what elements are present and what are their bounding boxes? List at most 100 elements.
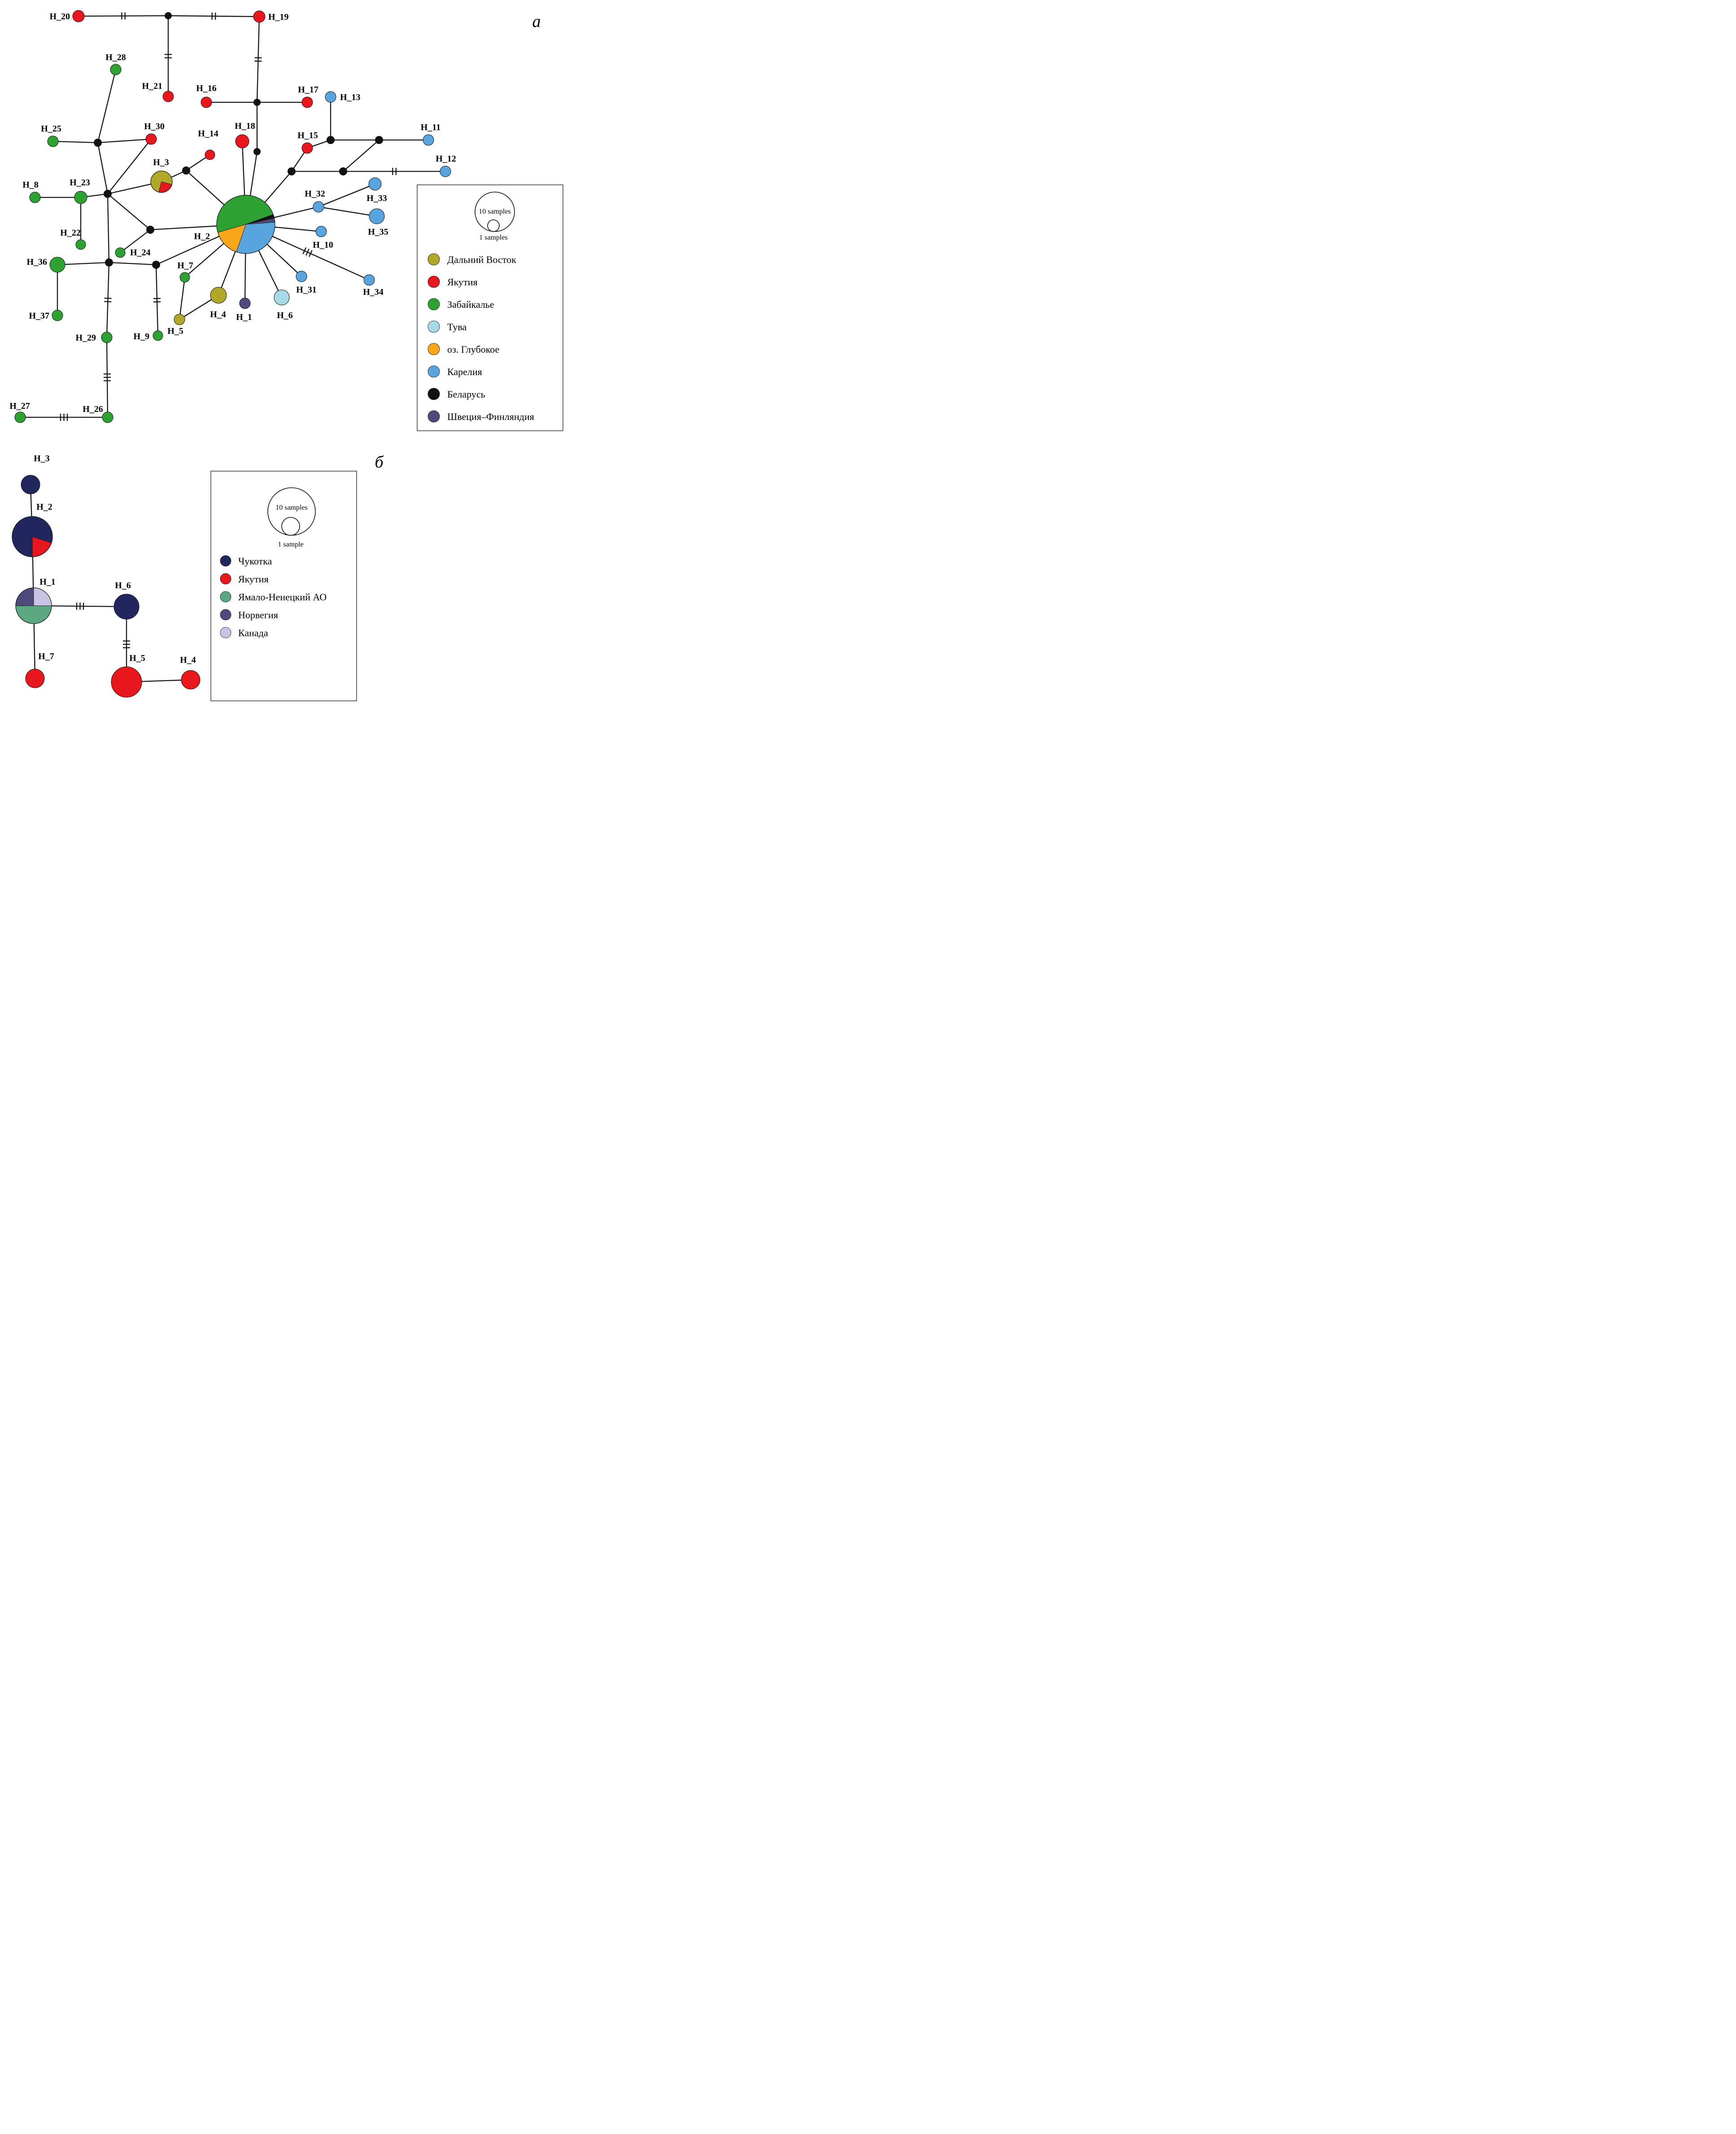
scale-large-label: 10 samples xyxy=(275,504,308,512)
haplotype-label-a-H_18: H_18 xyxy=(235,121,255,131)
haplotype-label-a-H_29: H_29 xyxy=(75,333,96,343)
haplotype-label-a-H_3: H_3 xyxy=(153,157,169,167)
node-circle xyxy=(101,332,113,343)
edge-H_32-H_35 xyxy=(318,206,377,217)
edge-n1-H_21 xyxy=(165,16,172,96)
haplotype-node-H_24 xyxy=(115,247,126,258)
haplotype-label-a-H_21: H_21 xyxy=(142,81,162,91)
haplotype-label-b-H_7: H_7 xyxy=(38,652,54,661)
edge-n9-H_30 xyxy=(107,139,152,194)
edge-n6-H_12 xyxy=(343,168,445,175)
edge-H_5-H_7 xyxy=(179,277,186,320)
haplotype-node-H_35 xyxy=(369,208,385,224)
haplotype-label-a-H_5: H_5 xyxy=(167,326,183,336)
haplotype-label-a-H_26: H_26 xyxy=(83,404,103,414)
node-circle xyxy=(153,330,163,341)
legend-box-a xyxy=(417,184,563,431)
node-circle xyxy=(21,475,40,494)
haplotype-label-a-H_17: H_17 xyxy=(298,85,318,95)
node-circle xyxy=(145,133,157,145)
haplotype-node-H_29 xyxy=(101,332,113,343)
haplotype-node-H_12 xyxy=(440,166,451,177)
haplotype-label-a-H_6: H_6 xyxy=(277,310,293,320)
haplotype-node-H_26 xyxy=(102,411,113,423)
haplotype-node-H_4 xyxy=(181,670,201,690)
haplotype-node-H_37 xyxy=(52,310,63,321)
haplotype-label-a-H_9: H_9 xyxy=(133,332,149,341)
node-circle xyxy=(301,142,313,154)
edge-H_29-H_26 xyxy=(103,337,111,418)
node-circle xyxy=(288,167,296,175)
legend-item-zabaikalye: Забайкалье xyxy=(427,298,494,310)
junction-node-n9 xyxy=(104,190,112,198)
edge-n9-n8 xyxy=(97,142,109,194)
legend-item-tuva: Тува xyxy=(427,320,467,333)
haplotype-label-a-H_20: H_20 xyxy=(49,12,70,22)
node-circle xyxy=(368,177,382,191)
haplotype-label-b-H_5: H_5 xyxy=(129,653,145,663)
node-circle xyxy=(115,247,126,258)
node-circle xyxy=(111,666,142,698)
haplotype-node-H_17 xyxy=(301,96,313,108)
haplotype-label-a-H_31: H_31 xyxy=(296,285,317,295)
haplotype-node-H_27 xyxy=(14,411,26,423)
legend-swatch-far_east xyxy=(427,253,440,266)
mutation-tick xyxy=(302,247,306,254)
haplotype-label-a-H_24: H_24 xyxy=(130,248,151,258)
edge-n12-H_9 xyxy=(153,264,161,336)
haplotype-node-H_7 xyxy=(25,669,45,688)
edge-line xyxy=(107,193,151,230)
junction-node-n13 xyxy=(182,166,190,175)
node-circle xyxy=(423,134,434,146)
haplotype-node-H_34 xyxy=(363,274,375,286)
haplotype-node-H_14 xyxy=(205,149,215,160)
node-circle xyxy=(105,258,113,267)
haplotype-node-H_33 xyxy=(368,177,382,191)
legend-swatch-belarus xyxy=(427,388,440,400)
legend-swatch-yakutia xyxy=(220,573,231,585)
junction-node-n4 xyxy=(327,136,335,144)
edge-n11-H_29 xyxy=(104,262,112,338)
pie-outline xyxy=(15,587,52,624)
haplotype-node-H_20 xyxy=(72,10,85,22)
haplotype-node-H_2 xyxy=(216,195,275,254)
legend-item-yakutia: Якутия xyxy=(427,275,478,288)
haplotype-label-a-H_12: H_12 xyxy=(436,154,456,164)
legend-swatch-chukotka xyxy=(220,555,231,567)
edge-line xyxy=(318,183,375,208)
edge-line xyxy=(97,69,117,143)
edge-line xyxy=(318,206,377,217)
node-circle xyxy=(102,411,113,423)
haplotype-label-b-H_3: H_3 xyxy=(34,454,50,464)
junction-node-n11 xyxy=(105,258,113,267)
legend-swatch-canada xyxy=(220,627,231,638)
edge-n8-H_30 xyxy=(97,138,152,144)
edge-n11-n9 xyxy=(107,193,110,263)
legend-item-label: Забайкалье xyxy=(447,299,494,310)
legend-item-label: Якутия xyxy=(238,573,269,585)
haplotype-node-H_3 xyxy=(21,475,40,494)
legend-item-chukotka: Чукотка xyxy=(220,555,272,567)
legend-item-label: Норвегия xyxy=(238,609,278,621)
haplotype-node-H_10 xyxy=(315,226,327,237)
haplotype-label-a-H_23: H_23 xyxy=(70,178,90,188)
node-circle xyxy=(165,12,172,19)
junction-node-n10 xyxy=(146,226,154,234)
haplotype-node-H_36 xyxy=(49,257,65,273)
node-circle xyxy=(301,96,313,108)
legend-swatch-glubokoe xyxy=(427,343,440,355)
legend-swatch-zabaikalye xyxy=(427,298,440,310)
haplotype-node-H_5 xyxy=(174,314,185,325)
node-circle xyxy=(253,148,261,155)
haplotype-label-a-H_16: H_16 xyxy=(196,83,217,93)
legend-swatch-yakutia xyxy=(427,275,440,288)
node-circle xyxy=(239,297,251,309)
edge-line xyxy=(179,277,186,320)
haplotype-node-H_19 xyxy=(253,10,266,23)
legend-item-label: Канада xyxy=(238,627,268,638)
legend-item-glubokoe: оз. Глубокое xyxy=(427,343,499,355)
haplotype-label-a-H_34: H_34 xyxy=(363,287,384,297)
